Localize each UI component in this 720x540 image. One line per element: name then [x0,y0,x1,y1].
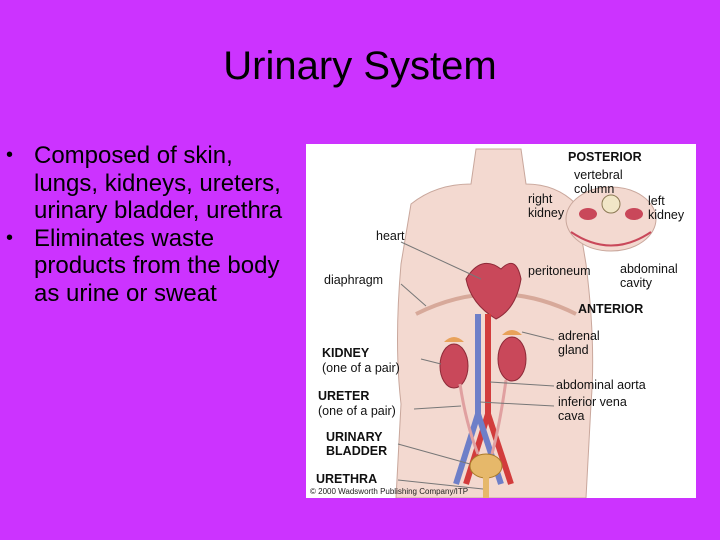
label-adrenal-gland: adrenal gland [558,329,600,357]
label-kidney: KIDNEY [322,346,370,360]
label-kidney-sub: (one of a pair) [322,361,400,375]
vertebra-shape [601,194,621,214]
urethra-shape [483,476,489,498]
label-ureter: URETER [318,389,370,403]
leader-aorta [489,381,555,387]
copyright-credit: © 2000 Wadsworth Publishing Company/ITP [310,487,469,496]
bullet-glyph: • [6,144,14,166]
kidney-right-shape [497,336,527,382]
peritoneum-line [570,231,652,247]
heart-shape [465,262,522,320]
label-urinary-bladder: URINARY BLADDER [326,430,388,458]
leader-vena-cava [479,401,555,407]
label-heart: heart [376,229,405,243]
inset-kidney-left [625,208,643,220]
leader-bladder [397,443,471,465]
bullet-item: • Eliminates waste products from the bod… [6,225,296,308]
ureter-right [490,379,508,455]
label-inferior-vena-cava: inferior vena cava [558,395,627,423]
label-left-kidney: left kidney [648,194,685,222]
leader-ureter [413,405,462,410]
urinary-system-diagram: POSTERIOR vertebral column right kidney … [306,144,696,498]
ureter-left [458,383,480,455]
kidney-left-shape [439,343,469,389]
inset-kidney-right [579,208,597,220]
label-right-kidney: right kidney [528,192,565,220]
label-abdominal-cavity: abdominal cavity [620,262,678,290]
adrenal-gland-right [502,330,522,335]
leader-heart [400,241,482,280]
adrenal-gland-left [444,337,464,342]
bullet-text: Composed of skin, lungs, kidneys, ureter… [34,142,283,224]
leader-diaphragm [400,283,427,307]
abdominal-aorta-branch [485,413,514,485]
label-ureter-sub: (one of a pair) [318,404,396,418]
leader-urethra [397,479,484,490]
leader-adrenal [521,331,555,341]
label-diaphragm: diaphragm [324,273,384,287]
anatomy-illustration [395,148,657,498]
label-anterior: ANTERIOR [578,302,644,316]
label-vertebral-column: vertebral column [574,168,623,196]
label-urethra: URETHRA [316,472,378,486]
bullet-item: • Composed of skin, lungs, kidneys, uret… [6,142,296,225]
bullet-text: Eliminates waste products from the body … [34,224,280,307]
bullet-glyph: • [6,226,14,249]
label-peritoneum: peritoneum [528,264,591,278]
label-abdominal-aorta: abdominal aorta [556,378,646,392]
leader-lines [397,241,555,490]
label-posterior: POSTERIOR [568,150,642,164]
torso-outline [395,148,594,498]
cross-section-outline [565,186,657,252]
leader-kidney [420,358,442,365]
bullet-list: • Composed of skin, lungs, kidneys, uret… [6,142,296,307]
slide-title: Urinary System [223,44,497,88]
bladder-shape [469,453,503,479]
